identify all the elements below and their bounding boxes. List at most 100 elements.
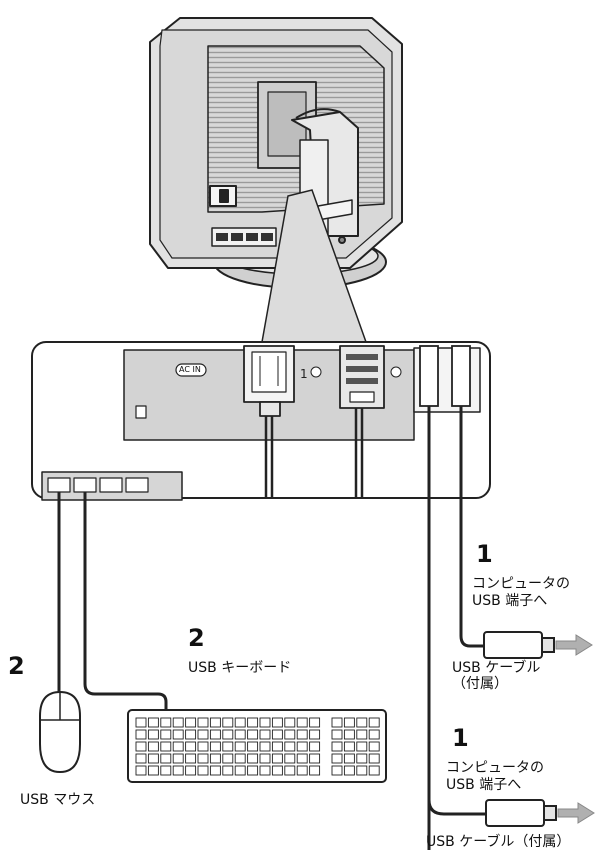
keyboard-key bbox=[197, 765, 209, 776]
keyboard-key bbox=[309, 765, 321, 776]
keyboard-key bbox=[259, 765, 271, 776]
keyboard-key bbox=[234, 753, 246, 764]
keyboard-key bbox=[284, 717, 296, 728]
keyboard-key bbox=[343, 765, 355, 776]
keyboard-key bbox=[222, 717, 234, 728]
keyboard-key bbox=[259, 717, 271, 728]
keyboard-label: USB キーボード bbox=[188, 660, 292, 676]
keyboard-key bbox=[135, 741, 147, 752]
keyboard-key bbox=[271, 741, 283, 752]
keyboard-key bbox=[247, 741, 259, 752]
mouse-label: USB マウス bbox=[20, 792, 96, 808]
keyboard-key bbox=[343, 729, 355, 740]
keyboard-key bbox=[185, 765, 197, 776]
keyboard-key bbox=[234, 729, 246, 740]
keyboard-key bbox=[259, 753, 271, 764]
keyboard-key bbox=[209, 765, 221, 776]
keyboard-key bbox=[284, 753, 296, 764]
keyboard-key bbox=[247, 717, 259, 728]
keyboard-key bbox=[135, 729, 147, 740]
keyboard-key bbox=[368, 717, 380, 728]
ac-in-label: AC IN bbox=[179, 365, 201, 374]
keyboard-key bbox=[147, 753, 159, 764]
keyboard-key bbox=[147, 765, 159, 776]
upstream-2-text-line2: USB 端子へ bbox=[446, 777, 522, 793]
keyboard-key bbox=[271, 753, 283, 764]
svg-text:1: 1 bbox=[300, 367, 308, 381]
keyboard-key bbox=[356, 717, 368, 728]
usb-keyboard bbox=[127, 709, 387, 783]
keyboard-key bbox=[259, 741, 271, 752]
keyboard-key bbox=[185, 729, 197, 740]
keyboard-key bbox=[185, 717, 197, 728]
keyboard-key bbox=[172, 729, 184, 740]
vga-connector bbox=[339, 345, 402, 498]
keyboard-key bbox=[356, 741, 368, 752]
keyboard-key bbox=[331, 741, 343, 752]
keyboard-key bbox=[356, 729, 368, 740]
keyboard-key bbox=[331, 753, 343, 764]
keyboard-key bbox=[296, 741, 308, 752]
step-number-upstream-2: 1 bbox=[452, 724, 469, 752]
keyboard-keys bbox=[135, 717, 380, 776]
keyboard-key bbox=[209, 717, 221, 728]
usb-cable-upstream-2 bbox=[427, 799, 595, 827]
dvi-connector: 1 bbox=[243, 345, 322, 498]
keyboard-key bbox=[284, 741, 296, 752]
keyboard-key bbox=[197, 753, 209, 764]
keyboard-key bbox=[356, 753, 368, 764]
keyboard-key bbox=[284, 729, 296, 740]
keyboard-key bbox=[271, 729, 283, 740]
upstream-1-text-line2: USB 端子へ bbox=[472, 593, 548, 609]
keyboard-key bbox=[271, 717, 283, 728]
usb-mouse bbox=[39, 690, 81, 774]
keyboard-key bbox=[296, 729, 308, 740]
keyboard-key bbox=[160, 741, 172, 752]
keyboard-key bbox=[331, 717, 343, 728]
keyboard-key bbox=[247, 765, 259, 776]
keyboard-key bbox=[222, 765, 234, 776]
keyboard-key bbox=[197, 729, 209, 740]
keyboard-key bbox=[309, 741, 321, 752]
keyboard-key bbox=[209, 741, 221, 752]
keyboard-cable bbox=[83, 492, 168, 716]
monitor-rear-view bbox=[149, 17, 403, 289]
keyboard-key bbox=[343, 717, 355, 728]
keyboard-key bbox=[309, 753, 321, 764]
keyboard-key bbox=[368, 741, 380, 752]
keyboard-key bbox=[331, 729, 343, 740]
keyboard-key bbox=[309, 729, 321, 740]
keyboard-key bbox=[343, 753, 355, 764]
keyboard-key bbox=[135, 717, 147, 728]
step-number-upstream-1: 1 bbox=[476, 540, 493, 568]
keyboard-key bbox=[209, 729, 221, 740]
keyboard-key bbox=[356, 765, 368, 776]
keyboard-key bbox=[309, 717, 321, 728]
keyboard-key bbox=[234, 765, 246, 776]
keyboard-key bbox=[147, 717, 159, 728]
keyboard-key bbox=[234, 717, 246, 728]
keyboard-key bbox=[247, 729, 259, 740]
keyboard-key bbox=[160, 729, 172, 740]
keyboard-key bbox=[147, 741, 159, 752]
upstream-1-cable-label-line2: （付属） bbox=[452, 676, 508, 692]
keyboard-key bbox=[172, 741, 184, 752]
keyboard-key bbox=[368, 753, 380, 764]
keyboard-key bbox=[147, 729, 159, 740]
keyboard-key bbox=[368, 729, 380, 740]
upstream-2-cable-label: USB ケーブル（付属） bbox=[426, 834, 571, 850]
keyboard-key bbox=[135, 753, 147, 764]
upstream-1-text-line1: コンピュータの bbox=[472, 576, 570, 592]
keyboard-key bbox=[296, 717, 308, 728]
keyboard-key bbox=[209, 753, 221, 764]
keyboard-key bbox=[197, 741, 209, 752]
keyboard-key bbox=[296, 753, 308, 764]
upstream-usb-connectors bbox=[419, 345, 471, 850]
keyboard-key bbox=[222, 729, 234, 740]
keyboard-key bbox=[296, 765, 308, 776]
keyboard-key bbox=[160, 717, 172, 728]
keyboard-key bbox=[160, 765, 172, 776]
keyboard-key bbox=[259, 729, 271, 740]
